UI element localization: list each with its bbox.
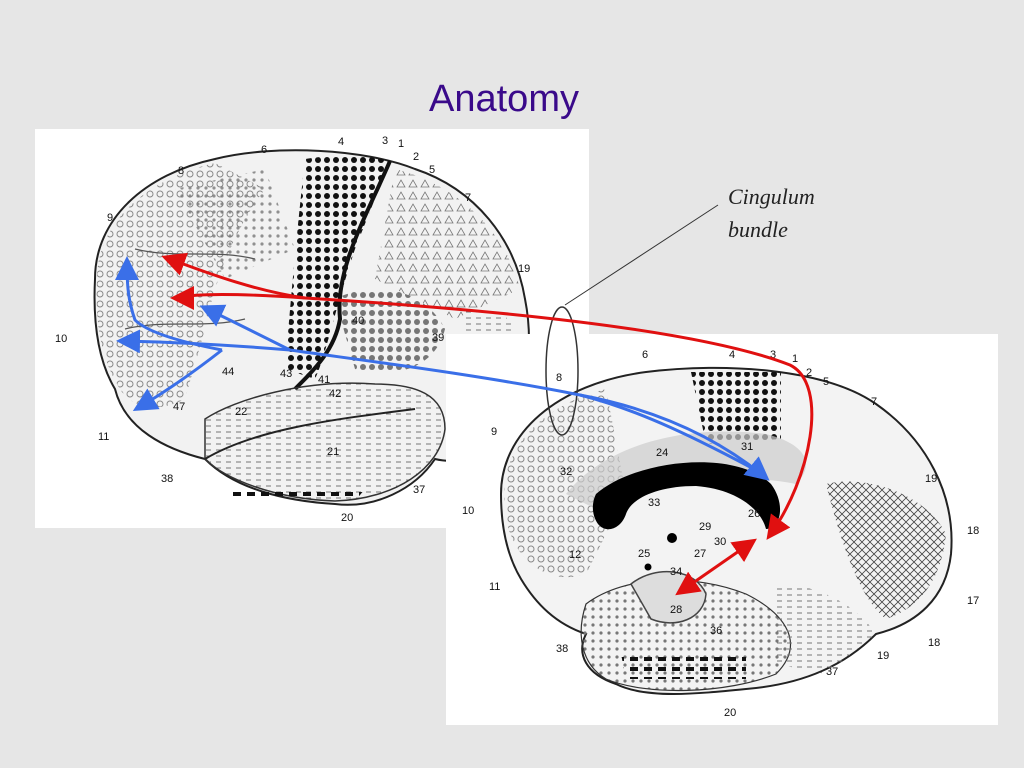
medial-area-label: 24 <box>656 447 668 459</box>
cingulum-bundle-label: Cingulum bundle <box>728 180 815 246</box>
lateral-area-label: 37 <box>413 484 425 496</box>
lateral-area-label: 2 <box>413 151 419 163</box>
medial-area-label: 20 <box>724 707 736 719</box>
medial-area-label: 31 <box>741 441 753 453</box>
medial-area-label: 6 <box>642 349 648 361</box>
lateral-area-label: 42 <box>329 388 341 400</box>
medial-brain-panel: 4 3 1 2 5 6 7 8 9 19 18 17 18 19 37 20 3… <box>446 334 998 725</box>
lateral-area-label: 41 <box>318 374 330 386</box>
lateral-area-label: 5 <box>429 164 435 176</box>
lateral-area-label: 10 <box>55 333 67 345</box>
lateral-area-label: 7 <box>465 192 471 204</box>
lateral-area-label: 8 <box>178 165 184 177</box>
medial-area-label: 33 <box>648 497 660 509</box>
medial-area-label: 38 <box>556 643 568 655</box>
lateral-area-label: 38 <box>161 473 173 485</box>
medial-area-label: 8 <box>556 372 562 384</box>
lateral-area-label: 43 <box>280 368 292 380</box>
lateral-area-label: 47 <box>173 401 185 413</box>
medial-area-label: 18 <box>967 525 979 537</box>
medial-area-label: 32 <box>560 466 572 478</box>
medial-area-label: 26 <box>748 508 760 520</box>
lateral-area-label: 21 <box>327 446 339 458</box>
lateral-area-label: 44 <box>222 366 234 378</box>
medial-area-label: 7 <box>871 396 877 408</box>
medial-area-label: 18 <box>928 637 940 649</box>
lateral-area-label: 22 <box>235 406 247 418</box>
medial-area-label: 19 <box>925 473 937 485</box>
medial-area-label: 36 <box>710 625 722 637</box>
medial-area-label: 3 <box>770 349 776 361</box>
medial-area-label: 12 <box>569 549 581 561</box>
medial-area-label: 37 <box>826 666 838 678</box>
medial-area-label: 17 <box>967 595 979 607</box>
medial-area-label: 2 <box>806 367 812 379</box>
medial-area-label: 11 <box>489 581 500 593</box>
lateral-area-label: 1 <box>398 138 404 150</box>
medial-brain-drawing: 4 3 1 2 5 6 7 8 9 19 18 17 18 19 37 20 3… <box>462 349 979 719</box>
cingulum-label-line1: Cingulum <box>728 184 815 209</box>
medial-area-label: 9 <box>491 426 497 438</box>
lateral-area-label: 3 <box>382 135 388 147</box>
medial-area-label: 25 <box>638 548 650 560</box>
medial-area-label: 19 <box>877 650 889 662</box>
slide-title: Anatomy <box>429 78 579 120</box>
medial-area-label: 5 <box>823 376 829 388</box>
medial-area-label: 27 <box>694 548 706 560</box>
medial-area-label: 10 <box>462 505 474 517</box>
lateral-area-label: 40 <box>352 315 364 327</box>
lateral-area-label: 6 <box>261 144 267 156</box>
lateral-area-label: 4 <box>338 136 344 148</box>
medial-area-label: 1 <box>792 353 798 365</box>
lateral-area-label: 11 <box>98 431 109 443</box>
medial-area-label: 30 <box>714 536 726 548</box>
lateral-area-label: 19 <box>518 263 530 275</box>
lateral-area-label: 20 <box>341 512 353 524</box>
medial-area-label: 28 <box>670 604 682 616</box>
lateral-area-label: 39 <box>432 332 444 344</box>
medial-area-label: 34 <box>670 566 682 578</box>
medial-area-label: 29 <box>699 521 711 533</box>
cingulum-label-line2: bundle <box>728 217 788 242</box>
medial-area-label: 4 <box>729 349 735 361</box>
lateral-area-label: 9 <box>107 212 113 224</box>
